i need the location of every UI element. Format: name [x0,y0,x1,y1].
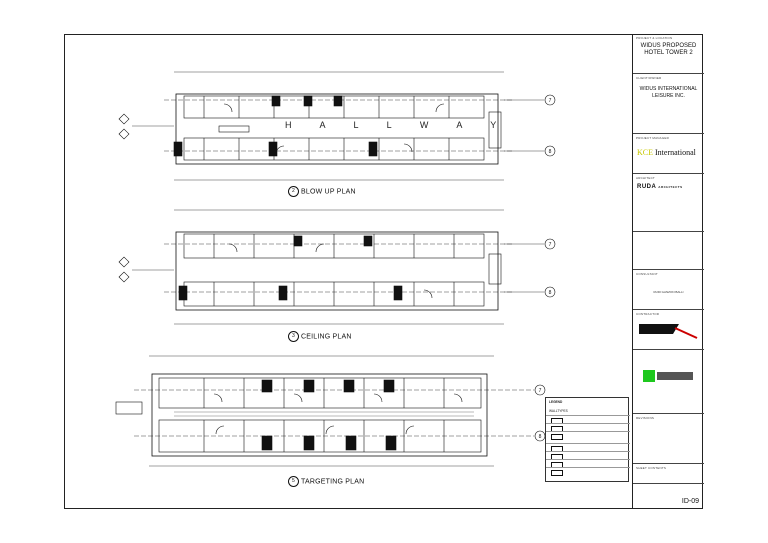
legend-box: LEGEND WALLTYPES [545,397,630,482]
client-name: WIDUS INTERNATIONAL [639,86,698,92]
project-name: WIDUS PROPOSED [640,43,697,49]
plan-title: TARGETING PLAN [301,478,365,486]
hallway-label: H A L L W A Y [285,120,510,130]
contractor-logo [639,324,698,339]
legend-title: LEGEND [549,400,563,404]
legend-subtitle: WALLTYPES [549,409,568,413]
pm-logo: KCE International [637,148,696,157]
green-logo [643,370,655,382]
architect-section: ARCHITECT RUDA ARCHITECTS [633,174,704,232]
architect-logo: RUDA ARCHITECTS [637,184,683,190]
svg-text:8: 8 [539,434,542,440]
plan-number: 5 [288,476,299,487]
pm-section: PROJECT MANAGER KCE International [633,134,704,174]
project-section: PROJECT & LOCATION WIDUS PROPOSED HOTEL … [633,34,704,74]
svg-text:8: 8 [549,290,552,296]
consultant-section: CONSULTANT RUDI GANZON BALLI [633,270,704,310]
svg-text:7: 7 [539,388,542,394]
grid-bubble-7: 7 [549,98,552,104]
sheet-number: ID-09 [681,498,699,505]
contractor-section: CONTRACTOR [633,310,704,350]
targeting-plan-drawing [115,355,546,467]
drawing-sheet [64,34,703,509]
client-section: CLIENT/OWNER WIDUS INTERNATIONAL LEISURE… [633,74,704,134]
floor-plans: 7 8 7 8 7 8 [115,71,556,467]
revisions-section: REVISIONS [633,414,704,464]
grid-bubble-8: 8 [549,149,552,155]
consultant-name: RUDI GANZON BALLI [653,290,684,294]
title-block: PROJECT & LOCATION WIDUS PROPOSED HOTEL … [632,34,704,509]
blow-up-plan-drawing [118,71,556,181]
sheet-contents-section: SHEET CONTENTS [633,464,704,484]
plan-number: 2 [288,186,299,197]
plan-title: BLOW UP PLAN [301,188,356,196]
ceiling-plan-drawing [118,209,556,325]
plan-title: CEILING PLAN [301,333,352,341]
svg-text:7: 7 [549,242,552,248]
plan-number: 3 [288,331,299,342]
